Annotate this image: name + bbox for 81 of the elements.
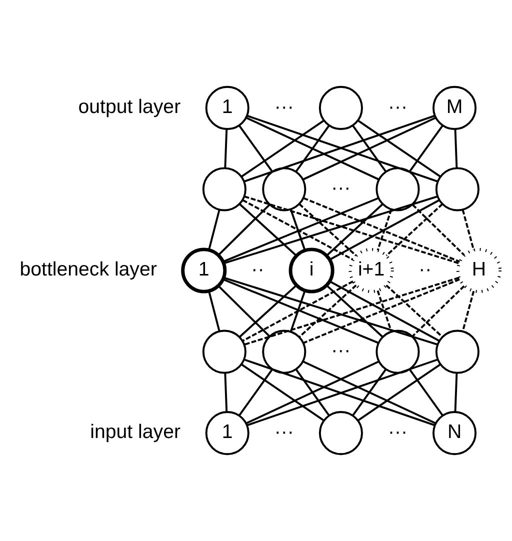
connector [223, 276, 438, 346]
node-circle [262, 167, 306, 212]
node-circle: N [432, 411, 477, 456]
label: ··· [331, 340, 351, 362]
connector [303, 197, 460, 263]
connector [386, 203, 444, 256]
connector [246, 360, 380, 424]
node-circle: 1 [181, 248, 227, 294]
connector [222, 197, 379, 263]
connector [298, 284, 357, 338]
connector [238, 203, 297, 256]
connector [408, 125, 444, 172]
node-circle [435, 330, 480, 374]
label: ·· [251, 258, 264, 280]
label: ··· [274, 96, 294, 118]
connector [224, 129, 228, 168]
connector [238, 125, 274, 172]
connector [302, 360, 436, 424]
connector [454, 373, 458, 412]
connector [290, 290, 306, 332]
connector [222, 278, 379, 344]
node-circle: H [456, 248, 502, 294]
connector [412, 285, 465, 338]
label: ··· [274, 420, 294, 443]
connector [326, 284, 384, 338]
connector [244, 276, 460, 346]
connector [242, 199, 354, 260]
connector [246, 116, 380, 180]
connector [352, 369, 386, 416]
node-circle [376, 330, 420, 374]
node-circle [435, 167, 480, 212]
node-circle: i+1 [348, 248, 394, 294]
node-circle [202, 330, 246, 374]
label: ·· [418, 258, 432, 280]
connector [223, 196, 438, 264]
connector [357, 120, 442, 178]
connector [386, 284, 443, 338]
node-circle: M [432, 86, 477, 130]
connector [408, 369, 444, 416]
label: ··· [388, 420, 408, 443]
connector [462, 210, 475, 250]
node-circle [318, 411, 363, 456]
node-circle [318, 86, 363, 130]
node-circle: i [288, 248, 334, 294]
connector [238, 369, 273, 416]
connector [244, 196, 460, 264]
label: ··· [388, 96, 408, 118]
node-circle: 1 [205, 86, 250, 130]
connector [326, 203, 384, 256]
connector [330, 199, 440, 260]
label: ··· [331, 177, 351, 200]
connector [357, 363, 442, 422]
connector [295, 369, 330, 416]
connector [208, 290, 220, 332]
label: output layer [78, 96, 181, 118]
node-circle [262, 330, 306, 374]
connector [412, 204, 465, 256]
node-circle: 1 [205, 411, 250, 456]
connector [290, 209, 306, 251]
connector [462, 290, 475, 332]
connector [240, 363, 325, 422]
connector [329, 280, 440, 342]
connector [376, 209, 392, 251]
connector [376, 290, 392, 332]
connector [454, 129, 458, 168]
connector [303, 278, 460, 344]
label: bottleneck layer [20, 258, 157, 280]
connector [239, 284, 298, 338]
connector [302, 116, 436, 180]
connector [224, 373, 228, 412]
connector [218, 285, 270, 338]
connector [208, 210, 220, 250]
connector [352, 125, 387, 172]
connector [240, 120, 325, 178]
connector [298, 203, 357, 256]
node-circle [376, 167, 420, 212]
label: input layer [90, 420, 180, 443]
connector [218, 204, 270, 256]
connector [295, 125, 330, 172]
connector [242, 280, 354, 342]
node-circle [202, 167, 246, 212]
